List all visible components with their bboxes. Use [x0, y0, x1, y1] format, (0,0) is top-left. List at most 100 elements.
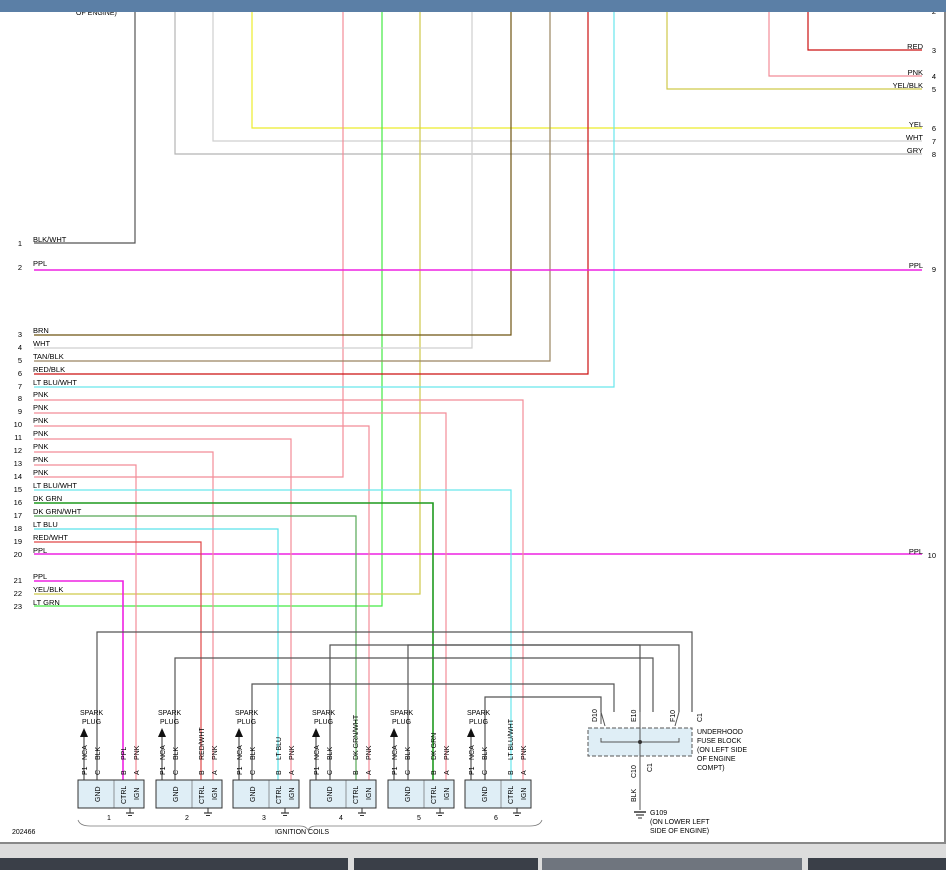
right-pin-number: 8 [932, 150, 936, 159]
right-pin-wire-label: RED [907, 42, 923, 51]
coil-pin-wire: PNK [521, 745, 528, 760]
right-pin-wire-label: WHT [906, 133, 923, 142]
coil-pin-id: B [353, 770, 360, 775]
wire-pnk-12 [34, 451, 214, 780]
fuse-pin-c10: C10 [631, 765, 638, 778]
left-pin-number: 21 [14, 576, 22, 585]
spark-plug-label-2: PLUG [237, 719, 256, 726]
right-pin-number: 4 [932, 72, 936, 81]
spark-plug-label-2: PLUG [82, 719, 101, 726]
left-pin-number: 7 [18, 382, 22, 391]
left-pin-wire-label: LT BLU/WHT [33, 378, 77, 387]
coil-pin-wire: BLK [482, 746, 489, 760]
left-pin-number: 1 [18, 239, 22, 248]
left-pin-number: 6 [18, 369, 22, 378]
coil-ctrl-label: CTRL [121, 786, 128, 804]
right-pin-wire-label: PNK [908, 68, 923, 77]
wire-blk-coil1 [96, 631, 693, 780]
coil-pin-wire: RED/WHT [199, 727, 206, 760]
right-pin-wire-label: YEL/BLK [893, 81, 923, 90]
right-pin-number: 3 [932, 46, 936, 55]
coil-number: 2 [185, 815, 189, 822]
coil-pin-wire: DK GRN [431, 733, 438, 760]
coil-pin-wire: PNK [212, 745, 219, 760]
wire-yel-blk-22 [34, 0, 421, 595]
coil-pin-id: C [250, 770, 257, 775]
wire-blk-coil2 [174, 657, 654, 780]
coil-pin-wire: BLK [250, 746, 257, 760]
fuse-connector-c1: C1 [697, 713, 704, 722]
fuse-pin-e10: E10 [631, 709, 638, 722]
coil-pin-id: A [366, 770, 373, 775]
toolbar-segment-3[interactable] [542, 858, 802, 870]
spark-plug-label: SPARK [235, 710, 259, 717]
toolbar-segment-4[interactable] [808, 858, 946, 870]
wire-pnk-right [768, 0, 922, 77]
coil-pin-wire: NCA [82, 745, 89, 760]
coil-pin-id: B [508, 770, 515, 775]
left-pin-number: 15 [14, 485, 22, 494]
right-pin-number: 10 [928, 551, 936, 560]
left-pin-wire-label: YEL/BLK [33, 585, 63, 594]
figure-number: 202466 [12, 829, 35, 836]
coil-pin-id: B [276, 770, 283, 775]
left-pin-number: 10 [14, 420, 22, 429]
left-pin-number: 23 [14, 602, 22, 611]
coil-pin-id: P1 [314, 766, 321, 775]
left-pin-number: 20 [14, 550, 22, 559]
right-pin-number: 9 [932, 265, 936, 274]
left-pin-wire-label: WHT [33, 339, 50, 348]
coil-pin-id: B [199, 770, 206, 775]
coil-gnd-label: GND [173, 786, 180, 802]
wire-blk-coil3 [251, 683, 615, 780]
coil-ign-label: IGN [366, 788, 373, 800]
coil-number: 6 [494, 815, 498, 822]
right-pin-number: 7 [932, 137, 936, 146]
coil-pin-id: P1 [237, 766, 244, 775]
left-pin-wire-label: LT BLU [33, 520, 58, 529]
left-pin-number: 2 [18, 263, 22, 272]
left-pin-number: 4 [18, 343, 22, 352]
left-pin-number: 22 [14, 589, 22, 598]
wire-wht-4 [34, 0, 473, 349]
coil-ctrl-label: CTRL [353, 786, 360, 804]
coil-pin-wire: NCA [392, 745, 399, 760]
coil-pin-id: A [212, 770, 219, 775]
coil-pin-id: C [327, 770, 334, 775]
left-pin-wire-label: LT BLU/WHT [33, 481, 77, 490]
spark-plug-arrow-icon [158, 728, 166, 737]
wire-pnk-11 [34, 438, 292, 780]
wire-blk-wht [34, 0, 136, 244]
wire-yel [251, 0, 922, 129]
coil-ign-label: IGN [521, 788, 528, 800]
coil-pin-id: A [521, 770, 528, 775]
wire-lt-blu-wht-7 [34, 0, 615, 388]
toolbar-segment-2[interactable] [354, 858, 538, 870]
wire-pnk-10 [34, 425, 370, 780]
wire-brn-3 [34, 0, 512, 336]
wire-dk-grn-wht-17 [34, 515, 357, 780]
wire-gry [174, 0, 922, 155]
left-pin-number: 5 [18, 356, 22, 365]
coil-ign-label: IGN [134, 788, 141, 800]
spark-plug-label: SPARK [467, 710, 491, 717]
left-pin-wire-label: PNK [33, 429, 48, 438]
coil-pin-id: B [431, 770, 438, 775]
left-pin-number: 8 [18, 394, 22, 403]
coil-pin-wire: NCA [160, 745, 167, 760]
left-pin-wire-label: TAN/BLK [33, 352, 64, 361]
left-pin-wire-label: PNK [33, 403, 48, 412]
coil-pin-id: C [482, 770, 489, 775]
ignition-coils-brace [77, 819, 543, 831]
spark-plug-label-2: PLUG [314, 719, 333, 726]
coil-ctrl-label: CTRL [276, 786, 283, 804]
coil-pin-wire: NCA [314, 745, 321, 760]
spark-plug-arrow-icon [390, 728, 398, 737]
coil-pin-wire: BLK [95, 746, 102, 760]
toolbar-segment-1[interactable] [0, 858, 348, 870]
